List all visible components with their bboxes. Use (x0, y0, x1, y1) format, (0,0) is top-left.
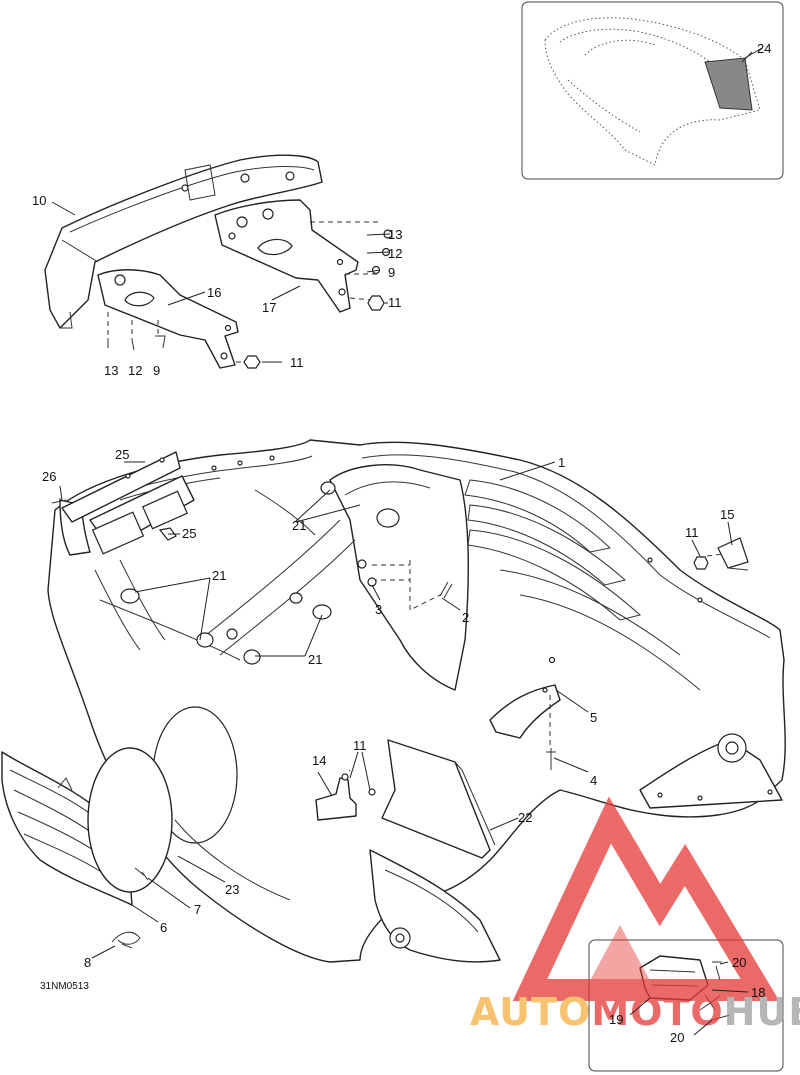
watermark-text-auto: AUTO (470, 990, 591, 1034)
callout-7: 7 (194, 902, 201, 917)
callout-13-upper: 13 (388, 227, 402, 242)
callout-2: 2 (462, 610, 469, 625)
callout-11-lower: 11 (290, 355, 304, 370)
callout-11-center: 11 (353, 738, 367, 753)
diagram-code: 31NM0513 (40, 981, 89, 992)
callout-14: 14 (312, 753, 326, 768)
callout-19: 19 (609, 1012, 623, 1027)
leader-lines (51, 51, 753, 1036)
callout-6: 6 (160, 920, 167, 935)
callout-24: 24 (757, 41, 771, 56)
clip-8 (111, 931, 141, 949)
callout-20-lower: 20 (670, 1030, 684, 1045)
liner-23 (87, 747, 173, 893)
callout-9-lower: 9 (153, 363, 160, 378)
callout-5: 5 (590, 710, 597, 725)
callout-23: 23 (225, 882, 239, 897)
panel-22 (381, 739, 496, 859)
callout-9-upper: 9 (388, 265, 395, 280)
callout-21-left: 21 (212, 568, 226, 583)
svg-text:AUTOMOTOHUB: AUTOMOTOHUB (470, 990, 800, 1034)
callout-20-upper: 20 (732, 955, 746, 970)
callout-labels: 1 2 3 4 5 6 7 8 9 9 10 11 11 11 11 12 12… (32, 41, 771, 1045)
callout-8: 8 (84, 955, 91, 970)
callout-22: 22 (518, 810, 532, 825)
upper-bumper-assembly (44, 154, 393, 369)
callout-21-bottom: 21 (308, 652, 322, 667)
top-plate-25 (51, 451, 195, 555)
callout-1: 1 (558, 455, 565, 470)
callout-4: 4 (590, 773, 597, 788)
callout-21-top: 21 (292, 518, 306, 533)
callout-26: 26 (42, 469, 56, 484)
callout-18: 18 (751, 985, 765, 1000)
callout-13-lower: 13 (104, 363, 118, 378)
callout-25-plate: 25 (115, 447, 129, 462)
callout-12-lower: 12 (128, 363, 142, 378)
callout-10: 10 (32, 193, 46, 208)
callout-16: 16 (207, 285, 221, 300)
callout-11-right: 11 (685, 525, 699, 540)
inset-top-right (521, 1, 784, 180)
callout-25-clip: 25 (182, 526, 196, 541)
callout-17: 17 (262, 300, 276, 315)
callout-11-upper: 11 (388, 295, 402, 310)
watermark-logo: AUTOMOTOHUB (470, 796, 800, 1034)
watermark-text-hub: HUB (724, 990, 800, 1034)
callout-3: 3 (375, 602, 382, 617)
watermark-text-moto: MOTO (591, 990, 723, 1034)
callout-15: 15 (720, 507, 734, 522)
callout-12-upper: 12 (388, 246, 402, 261)
